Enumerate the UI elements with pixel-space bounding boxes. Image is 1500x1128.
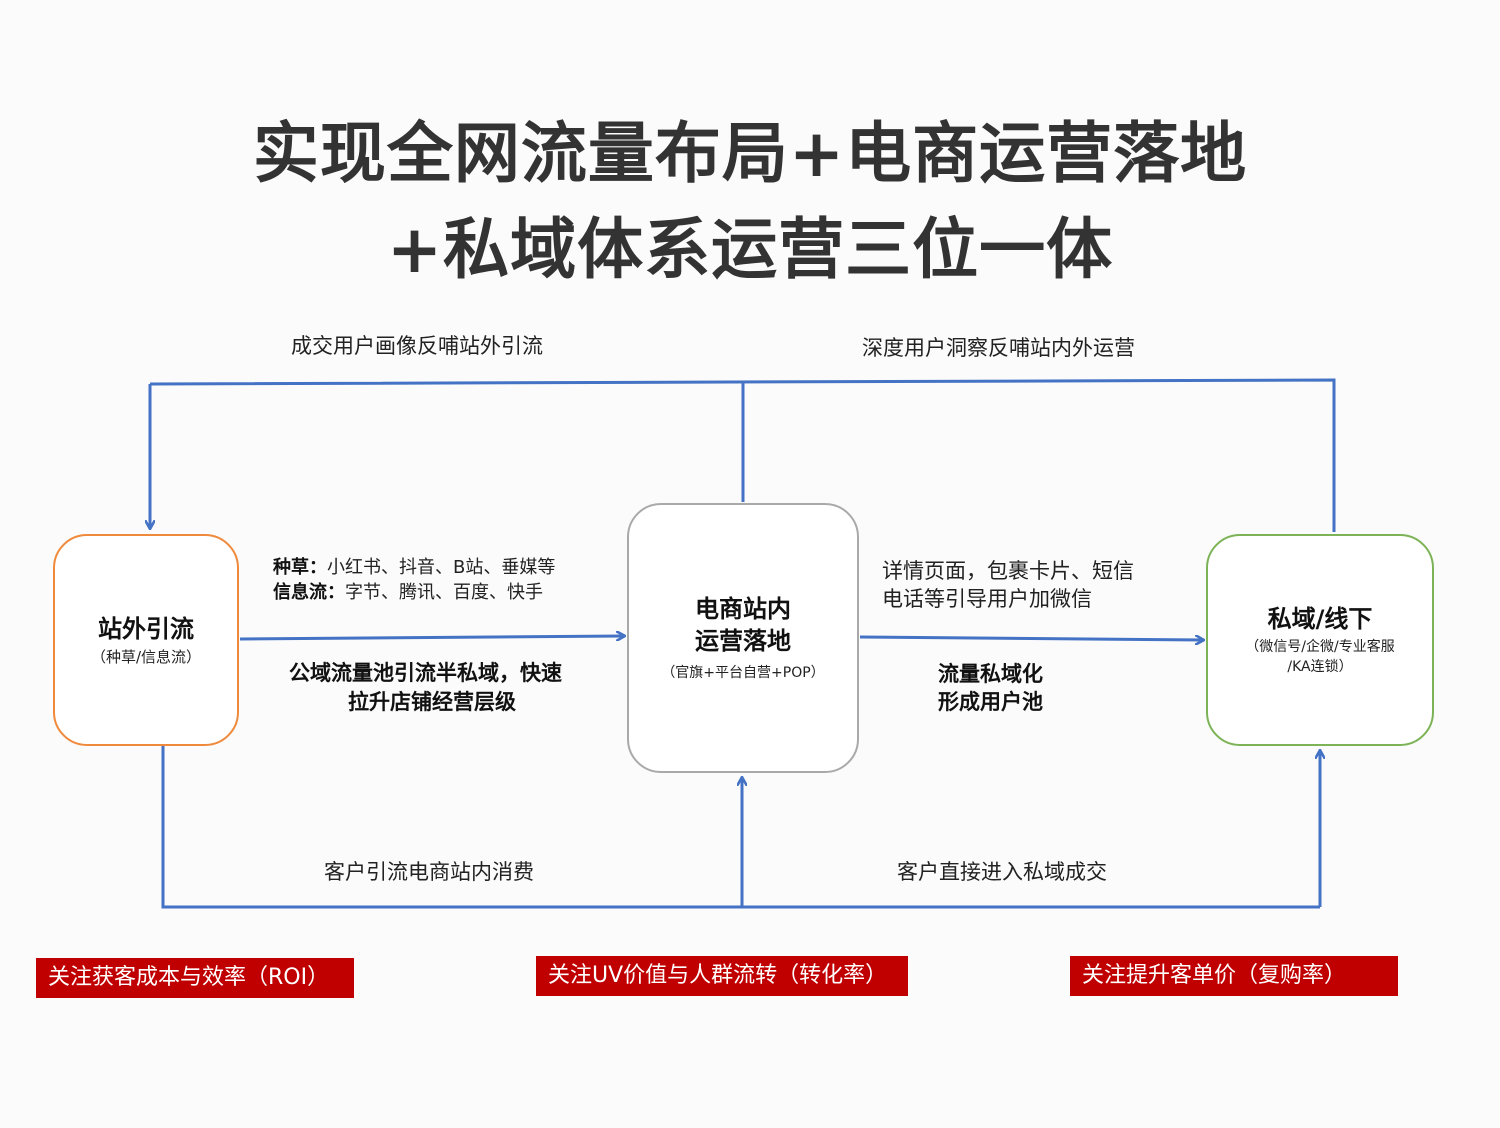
label-bottom-right: 客户直接进入私域成交	[897, 860, 1107, 884]
node-offsite-traffic: 站外引流 （种草/信息流）	[53, 534, 239, 746]
node-ecommerce-subtitle: （官旗+平台自营+POP）	[661, 665, 825, 681]
arrow-offsite-to-ecommerce	[239, 636, 624, 639]
title-line-1: 实现全网流量布局+电商运营落地	[252, 115, 1248, 192]
feedback-loop-top	[149, 378, 1336, 532]
channel-feed: 信息流：字节、腾讯、百度、快手	[273, 580, 543, 605]
node-ecommerce-title-1: 电商站内	[695, 595, 791, 623]
channel-feed-value: 字节、腾讯、百度、快手	[345, 582, 543, 603]
channel-feed-label: 信息流：	[273, 582, 345, 603]
tag-roi: 关注获客成本与效率（ROI）	[36, 958, 354, 998]
label-private-flow-1: 流量私域化	[938, 662, 1043, 686]
label-public-pool-1: 公域流量池引流半私域，快速	[289, 661, 562, 685]
node-offsite-subtitle: （种草/信息流）	[90, 648, 202, 666]
bottom-loop	[161, 746, 1320, 909]
node-private-title: 私域/线下	[1267, 605, 1373, 633]
label-bottom-left: 客户引流电商站内消费	[324, 860, 534, 884]
channel-grass-value: 小红书、抖音、B站、垂媒等	[327, 557, 556, 578]
title-line-2: +私域体系运营三位一体	[386, 211, 1114, 288]
channel-grass-label: 种草：	[273, 557, 327, 578]
label-public-pool-2: 拉升店铺经营层级	[348, 690, 516, 714]
node-private-subtitle-1: （微信号/企微/专业客服	[1245, 639, 1395, 655]
tag-conversion: 关注UV价值与人群流转（转化率）	[536, 956, 908, 996]
label-private-flow-2: 形成用户池	[938, 690, 1043, 714]
label-feedback-offsite: 成交用户画像反哺站外引流	[291, 334, 543, 358]
channel-grass: 种草：小红书、抖音、B站、垂媒等	[273, 555, 555, 580]
tag-repurchase: 关注提升客单价（复购率）	[1070, 956, 1398, 996]
label-feedback-operations: 深度用户洞察反哺站内外运营	[862, 336, 1135, 360]
node-private-subtitle-2: /KA连锁）	[1287, 659, 1353, 675]
label-detail-1: 详情页面，包裹卡片、短信	[882, 559, 1134, 583]
node-ecommerce: 电商站内 运营落地 （官旗+平台自营+POP）	[627, 503, 859, 773]
node-private-domain: 私域/线下 （微信号/企微/专业客服 /KA连锁）	[1206, 534, 1434, 746]
node-ecommerce-title-2: 运营落地	[695, 627, 791, 655]
label-detail-2: 电话等引导用户加微信	[882, 587, 1092, 611]
node-offsite-title: 站外引流	[98, 615, 194, 643]
arrow-ecommerce-to-private	[859, 637, 1203, 640]
